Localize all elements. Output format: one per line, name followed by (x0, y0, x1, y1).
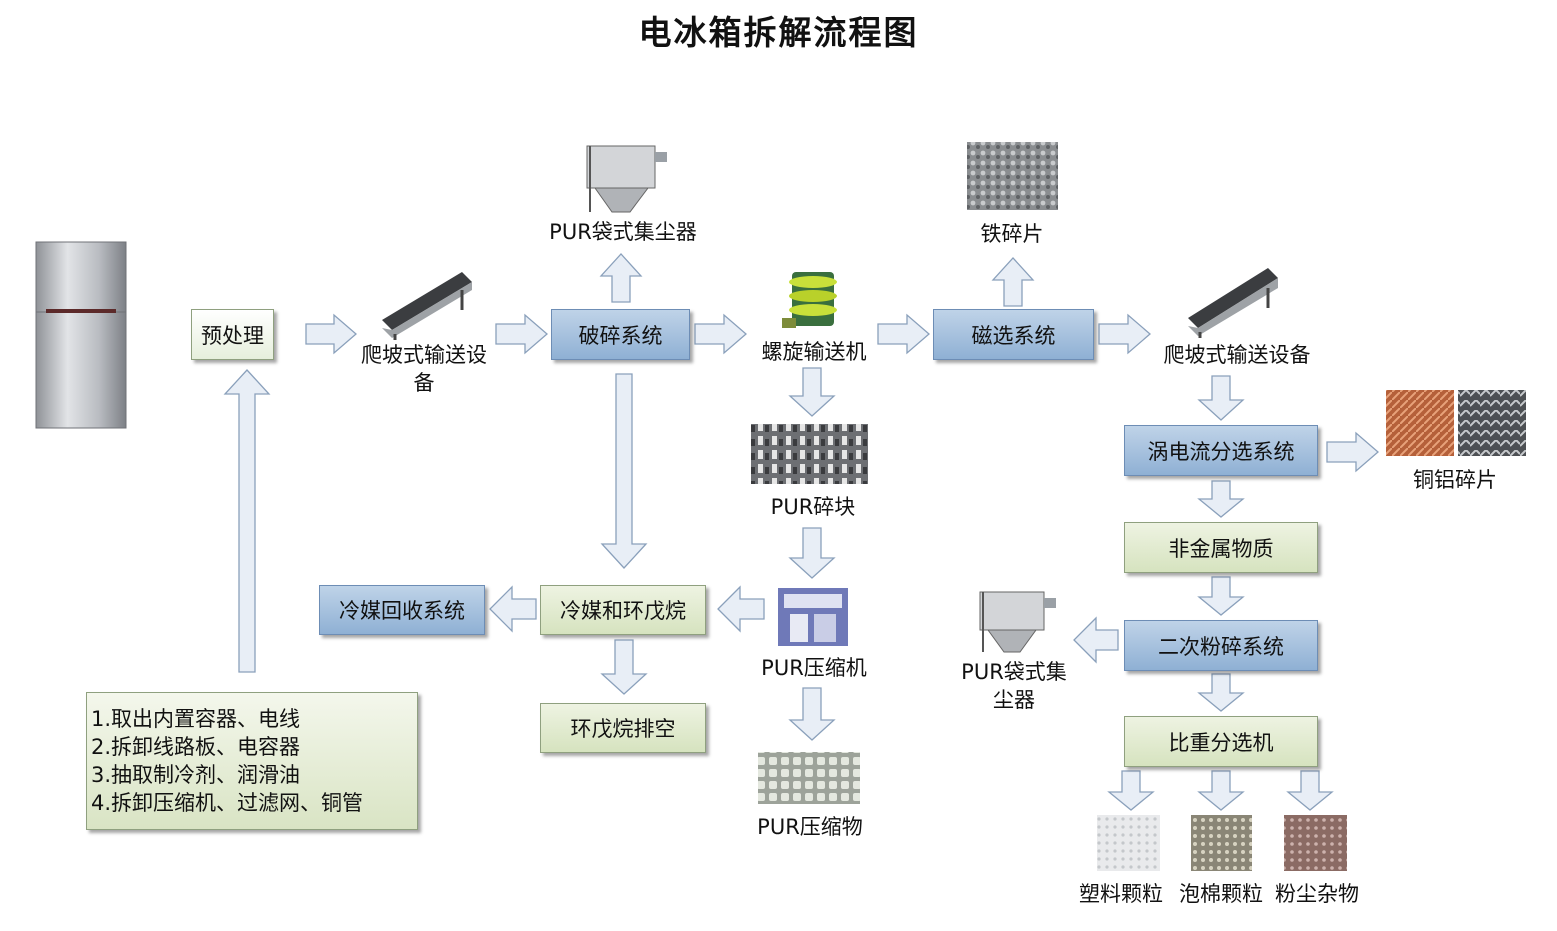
node-secondary: 二次粉碎系统 (1124, 620, 1318, 671)
label-iron-fragments: 铁碎片 (980, 222, 1044, 246)
label-conveyor-1: 爬坡式输送设备 (361, 343, 487, 395)
arrow-down-nonmetal-secondary (1197, 576, 1245, 616)
arrow-right-eddy-copper (1326, 431, 1379, 473)
pretreatment-step: 1.取出内置容器、电线 (91, 707, 301, 731)
label-foam-granules: 泡棉颗粒 (1179, 882, 1263, 906)
arrow-down-gravity-dust (1286, 770, 1334, 811)
arrow-up-steps-pretreat (223, 369, 271, 673)
arrow-right-pretreat-conveyor (305, 313, 357, 355)
arrow-right-magnetic-conveyor (1098, 313, 1151, 355)
label-conveyor-2: 爬坡式输送设备 (1163, 343, 1311, 367)
arrow-left-secondary-dust (1073, 616, 1119, 664)
arrow-right-crusher-screw (694, 313, 747, 355)
arrow-down-crusher-refrigerant (600, 373, 648, 569)
arrow-down-gravity-plastic (1107, 770, 1155, 811)
node-nonmetal: 非金属物质 (1124, 522, 1318, 573)
arrow-down-refrigerant-vent (600, 639, 648, 695)
screw-conveyor-image (782, 272, 837, 328)
arrow-up-crusher-dust (599, 253, 643, 303)
aluminum-fragments-image (1458, 390, 1526, 456)
arrow-down-press-compressed (788, 687, 836, 741)
arrow-down-gravity-foam (1197, 770, 1245, 811)
arrow-down-screw-purblock (788, 367, 836, 417)
arrow-up-magnetic-iron (991, 257, 1035, 307)
arrow-down-secondary-gravity (1197, 673, 1245, 712)
pur-block-image (751, 424, 868, 484)
label-pur-compressed: PUR压缩物 (757, 815, 863, 839)
label-pur-block: PUR碎块 (770, 495, 856, 519)
node-gravity: 比重分选机 (1124, 716, 1318, 767)
label-dust-collector-2: PUR袋式集尘器 (961, 660, 1067, 712)
arrows-layer (223, 253, 1379, 811)
arrow-down-conveyor-eddy (1197, 375, 1245, 421)
plastic-granules-image (1097, 815, 1160, 871)
node-crusher: 破碎系统 (551, 309, 690, 360)
node-eddy: 涡电流分选系统 (1124, 425, 1318, 476)
node-magnetic: 磁选系统 (933, 309, 1094, 360)
copper-fragments-image (1386, 390, 1454, 456)
arrow-left-press-refrigerant (717, 585, 765, 633)
pur-compressed-image (758, 752, 860, 804)
arrow-down-eddy-nonmetal (1197, 480, 1245, 518)
pretreatment-step: 2.拆卸线路板、电容器 (91, 735, 301, 759)
conveyor-image-1 (382, 272, 472, 340)
refrigerator-image (35, 241, 127, 429)
pretreatment-step: 3.抽取制冷剂、润滑油 (91, 763, 301, 787)
label-dust-debris: 粉尘杂物 (1275, 882, 1359, 906)
iron-fragments-image (967, 142, 1058, 210)
arrow-right-conveyor-crusher (495, 313, 548, 355)
label-plastic-granules: 塑料颗粒 (1079, 882, 1163, 906)
node-cyclopentane-vent: 环戊烷排空 (540, 703, 706, 753)
conveyor-image-2 (1188, 268, 1278, 338)
arrow-right-screw-magnetic (877, 313, 930, 355)
label-dust-collector-1: PUR袋式集尘器 (549, 220, 697, 244)
arrow-down-purblock-press (788, 527, 836, 579)
pretreatment-step: 4.拆卸压缩机、过滤网、铜管 (91, 791, 364, 815)
pur-press-image (778, 588, 848, 646)
foam-granules-image (1191, 815, 1252, 871)
label-screw-conveyor: 螺旋输送机 (761, 340, 867, 364)
label-copper-aluminum: 铜铝碎片 (1413, 468, 1497, 492)
dust-collector-image-2 (979, 591, 1056, 653)
pretreatment-steps-box: 1.取出内置容器、电线 2.拆卸线路板、电容器 3.抽取制冷剂、润滑油 4.拆卸… (86, 692, 418, 830)
dust-collector-image-1 (586, 145, 667, 213)
node-refrigerant-recovery: 冷媒回收系统 (319, 585, 485, 635)
arrow-left-refrigerant-recovery (489, 585, 537, 633)
dust-debris-image (1284, 815, 1347, 871)
node-pretreat: 预处理 (191, 309, 274, 360)
diagram-title: 电冰箱拆解流程图 (638, 13, 919, 52)
label-pur-press: PUR压缩机 (761, 656, 867, 680)
node-refrigerant-cyclopentane: 冷媒和环戊烷 (540, 585, 706, 635)
